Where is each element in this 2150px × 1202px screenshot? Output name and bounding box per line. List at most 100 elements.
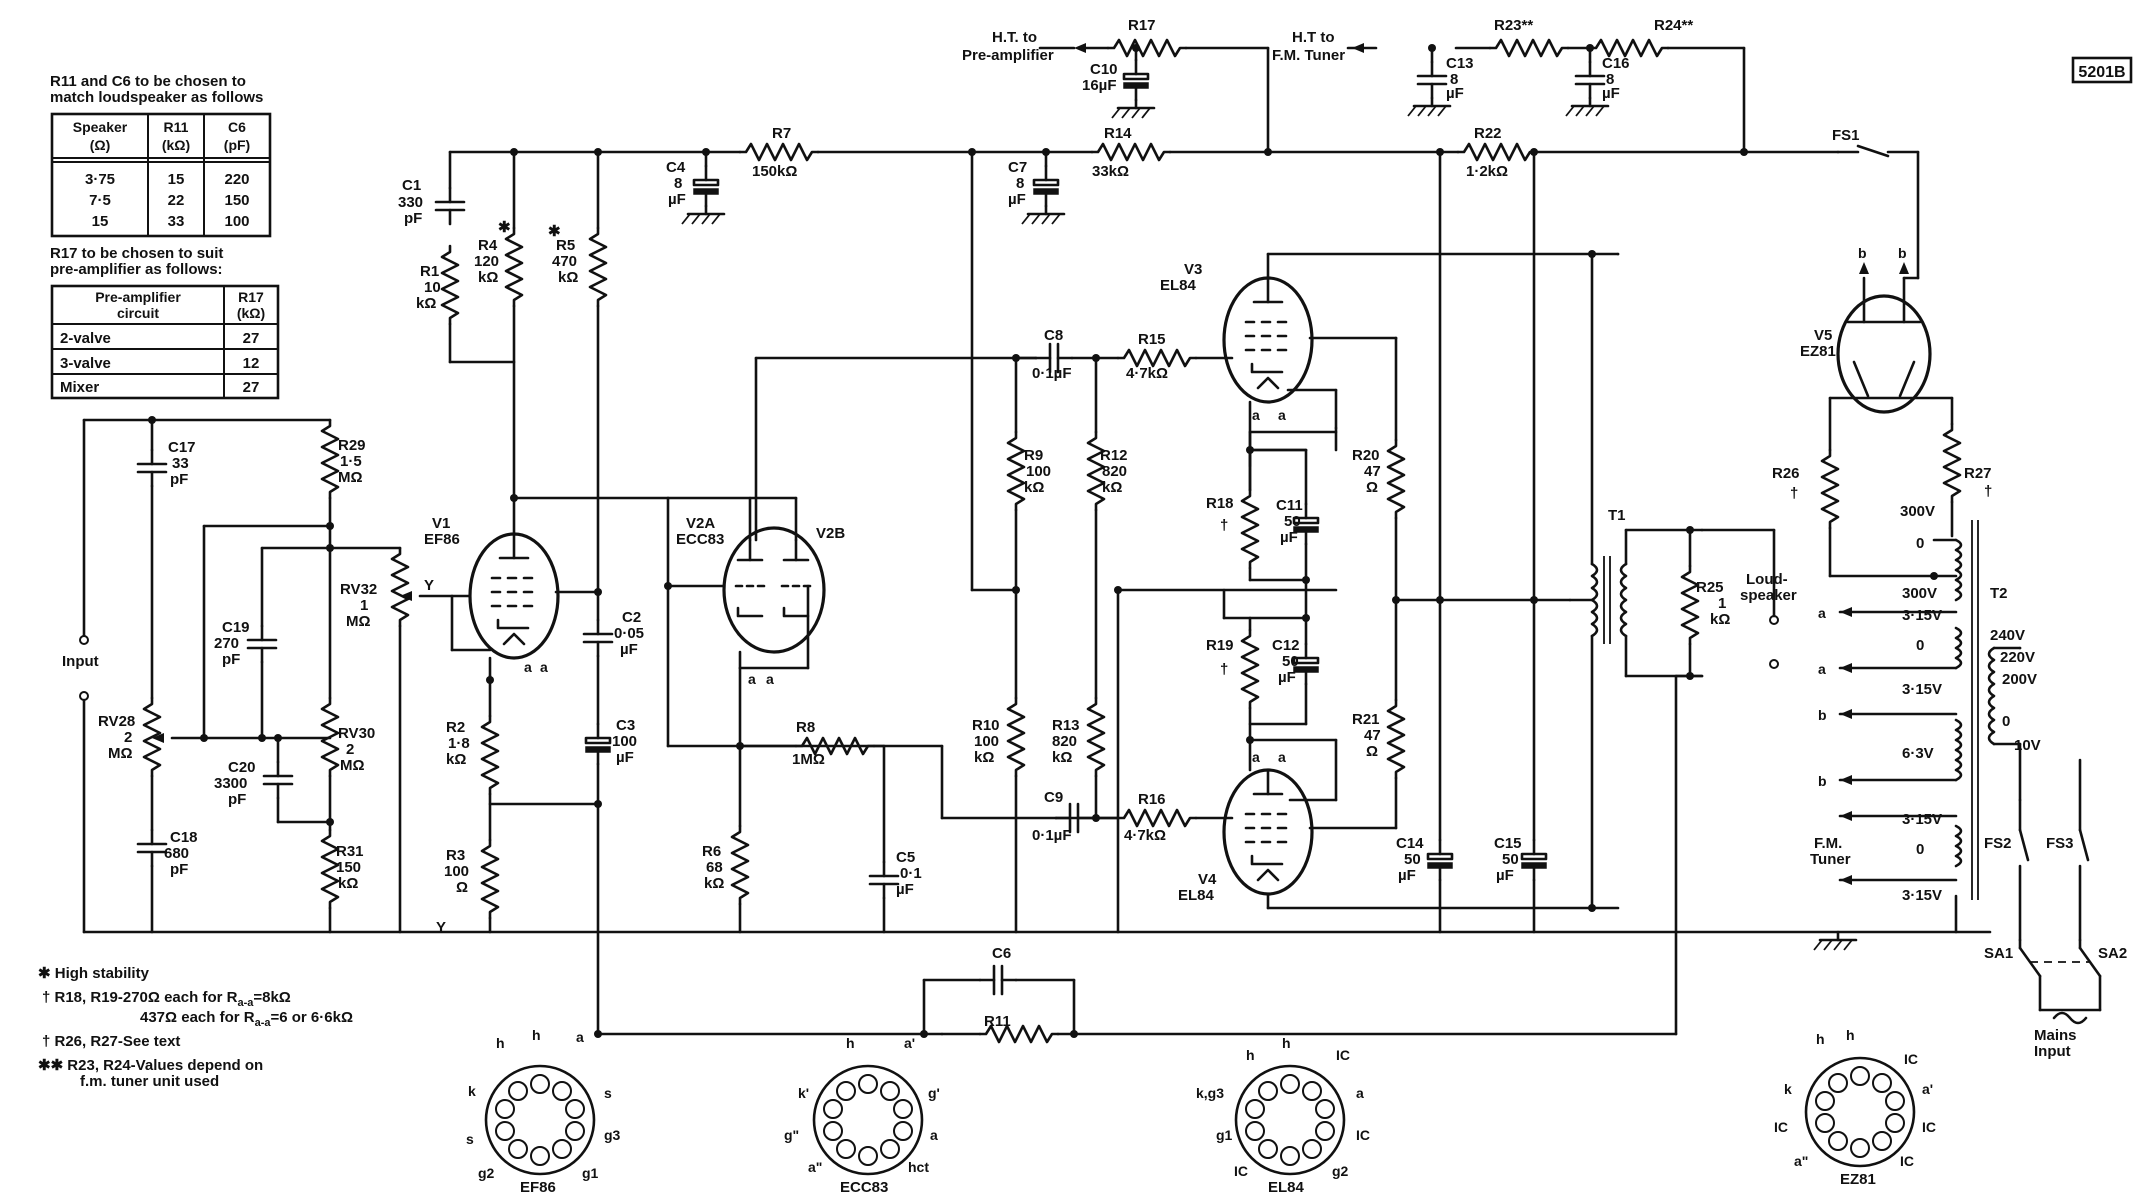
- base-pin: a": [1794, 1153, 1808, 1169]
- c2-unit: µF: [620, 641, 638, 658]
- r7: R7 150kΩ: [738, 125, 820, 180]
- base-pin: a: [576, 1029, 584, 1045]
- c13-value: 8: [1450, 71, 1458, 88]
- r5-unit: kΩ: [558, 269, 578, 286]
- r22-value: 1·2kΩ: [1466, 163, 1508, 180]
- c5-value: 0·1: [900, 865, 922, 882]
- r26-label: R26: [1772, 465, 1800, 482]
- rv30-value: 2: [346, 741, 354, 758]
- note-r18-2: 437Ω each for Ra-a=6 or 6·6kΩ: [140, 1009, 353, 1029]
- c19-unit: pF: [222, 651, 240, 668]
- r6-unit: kΩ: [704, 875, 724, 892]
- heater-letter: b: [1818, 707, 1827, 723]
- r29-value: 1·5: [340, 453, 362, 470]
- c18-label: C18: [170, 829, 198, 846]
- notes-bottom: ✱ High stability † R18, R19-270Ω each fo…: [38, 965, 353, 1090]
- heater-letter: a: [1818, 605, 1826, 621]
- c10-value: 16µF: [1082, 77, 1117, 94]
- r17: R17: [1106, 17, 1188, 58]
- c9-label: C9: [1044, 789, 1063, 806]
- c4-unit: µF: [668, 191, 686, 208]
- speaker-table: Speaker R11 C6 (Ω) (kΩ) (pF) 3·75 15 220…: [50, 112, 272, 238]
- rv28-value: 2: [124, 729, 132, 746]
- c8-r15: C8 0·1µF R15 4·7kΩ: [1014, 327, 1234, 382]
- c7-label: C7: [1008, 159, 1027, 176]
- c14-unit: µF: [1398, 867, 1416, 884]
- base-pin: h: [496, 1035, 505, 1051]
- base-pin: k: [1784, 1081, 1792, 1097]
- base-diagram-ez81: EZ81 h IC a' IC IC a" IC k h: [1774, 1027, 1936, 1188]
- r23: R23**: [1488, 17, 1570, 58]
- heater-letter: a: [1818, 661, 1826, 677]
- base-name: EF86: [520, 1179, 556, 1196]
- r22-label: R22: [1474, 125, 1502, 142]
- base-pin: IC: [1336, 1047, 1350, 1063]
- r13-unit: kΩ: [1052, 749, 1072, 766]
- r24: R24**: [1588, 17, 1693, 58]
- r12-r13: R12 820 kΩ R13 820 kΩ: [1052, 356, 1128, 820]
- rv30-unit: MΩ: [340, 757, 365, 774]
- ht-preamp-label: H.T. to: [992, 29, 1037, 46]
- note-r17-1: R17 to be chosen to suit: [50, 245, 223, 262]
- v3-tube: V3 EL84 a a: [1160, 252, 1620, 452]
- c8-label: C8: [1044, 327, 1063, 344]
- sa1-label: SA1: [1984, 945, 2013, 962]
- fs2-label: FS2: [1984, 835, 2012, 852]
- base-pin: a: [930, 1127, 938, 1143]
- r3-unit: Ω: [456, 879, 468, 896]
- c4-value: 8: [674, 175, 682, 192]
- r6-value: 68: [706, 859, 723, 876]
- v1-type: EF86: [424, 531, 460, 548]
- base-pin: g2: [1332, 1163, 1349, 1179]
- c10: C10 16µF: [1082, 46, 1156, 120]
- r5-label: R5: [556, 237, 575, 254]
- ht-fm-label: H.T to: [1292, 29, 1335, 46]
- speaker-unit: (Ω): [90, 137, 111, 153]
- r23-label: R23**: [1494, 17, 1533, 34]
- c17-unit: pF: [170, 471, 188, 488]
- t2-tap: 3·15V: [1902, 887, 1942, 904]
- c1-r1: C1 330 pF R1 10 kΩ: [398, 150, 516, 364]
- c19-label: C19: [222, 619, 250, 636]
- r3-label: R3: [446, 847, 465, 864]
- y-label-2: Y: [436, 919, 446, 936]
- v4-label: V4: [1198, 871, 1217, 888]
- c9-value: 0·1µF: [1032, 827, 1072, 844]
- c20-label: C20: [228, 759, 256, 776]
- base-pin: h: [1282, 1035, 1291, 1051]
- r9-r10: R9 100 kΩ R10 100 kΩ: [972, 356, 1051, 934]
- c1-label: C1: [402, 177, 421, 194]
- note-r26: † R26, R27-See text: [42, 1033, 180, 1050]
- c13-unit: µF: [1446, 85, 1464, 102]
- input-network: Input C17 33 pF RV28 2 MΩ C18 680 pF C19…: [62, 418, 492, 936]
- note-high-stability: ✱ High stability: [38, 965, 150, 982]
- base-pin: IC: [1356, 1127, 1370, 1143]
- rv32-unit: MΩ: [346, 613, 371, 630]
- heater-letter: a: [524, 659, 532, 675]
- heater-letter: b: [1898, 245, 1907, 261]
- r31-label: R31: [336, 843, 364, 860]
- mains-label-2: Input: [2034, 1043, 2071, 1060]
- mains-section: FS2 FS3 SA1 SA2 Mains Input: [1984, 758, 2127, 1060]
- r4-unit: kΩ: [478, 269, 498, 286]
- fs1-label: FS1: [1832, 127, 1860, 144]
- r18-c11: R18 † C11 50 µF: [1206, 448, 1320, 582]
- c20-value: 3300: [214, 775, 247, 792]
- table-cell: 27: [243, 379, 260, 396]
- c15-unit: µF: [1496, 867, 1514, 884]
- c2-c3: C2 0·05 µF C3 100 µF: [582, 609, 644, 1036]
- r6: R6 68 kΩ: [702, 744, 750, 934]
- rv32-label: RV32: [340, 581, 377, 598]
- c14-label: C14: [1396, 835, 1424, 852]
- base-pin: s: [466, 1131, 474, 1147]
- t2-tap: 3·15V: [1902, 811, 1942, 828]
- base-pin: h: [1816, 1031, 1825, 1047]
- rv28-unit: MΩ: [108, 745, 133, 762]
- t2-tap: 3·15V: [1902, 607, 1942, 624]
- fs3-label: FS3: [2046, 835, 2074, 852]
- table-cell: 100: [224, 213, 249, 230]
- fm-tuner-label: F.M.: [1814, 835, 1842, 852]
- r9-label: R9: [1024, 447, 1043, 464]
- v4-tube: V4 EL84 a a: [1178, 738, 1620, 910]
- c6-header: C6: [228, 119, 246, 135]
